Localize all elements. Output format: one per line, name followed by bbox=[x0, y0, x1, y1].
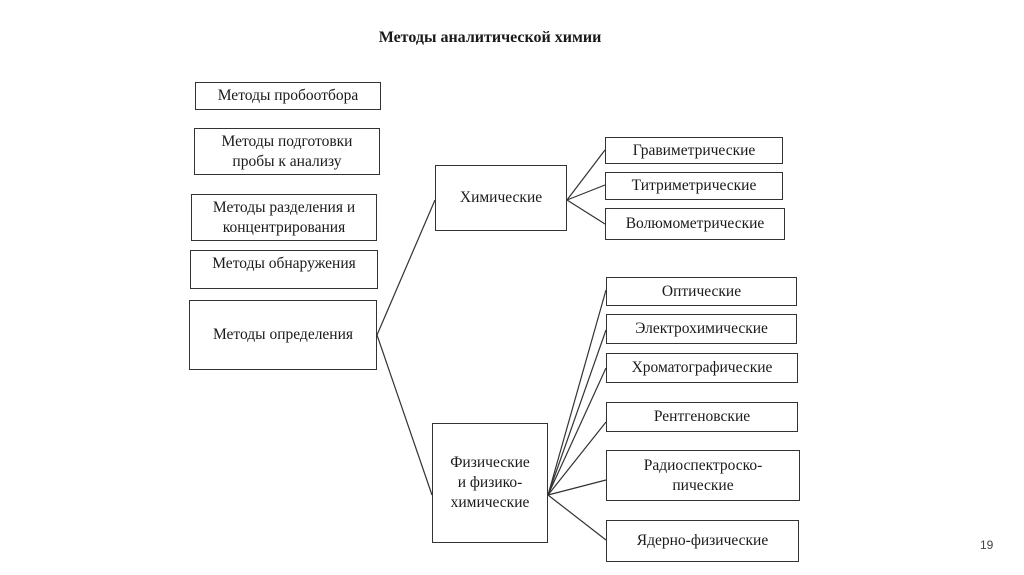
box-radiospectroscopic: Радиоспектроско- пические bbox=[606, 450, 800, 501]
line-phys-radio bbox=[547, 479, 607, 496]
line-chem-grav bbox=[566, 149, 606, 201]
box-separation: Методы разделения и концентрирования bbox=[191, 194, 377, 241]
line-phys-chrom bbox=[547, 367, 607, 496]
diagram-title: Методы аналитической химии bbox=[378, 29, 602, 46]
box-titrimetric: Титриметрические bbox=[605, 172, 783, 200]
line-phys-xray bbox=[547, 421, 607, 496]
box-sampling: Методы пробоотбора bbox=[195, 82, 381, 110]
box-volumometric: Волюмометрические bbox=[605, 208, 785, 240]
box-physical: Физические и физико- химические bbox=[432, 423, 548, 543]
box-optical: Оптические bbox=[606, 277, 797, 306]
box-chemical: Химические bbox=[435, 165, 567, 231]
line-phys-opt bbox=[547, 289, 607, 496]
box-xray: Рентгеновские bbox=[606, 402, 798, 432]
box-gravimetric: Гравиметрические bbox=[605, 137, 783, 164]
box-detection: Методы обнаружения bbox=[190, 250, 378, 289]
line-determination-chemical bbox=[376, 199, 436, 336]
line-chem-titr bbox=[566, 184, 606, 201]
line-phys-electro bbox=[547, 329, 607, 496]
page-number: 19 bbox=[980, 538, 994, 552]
line-phys-nuclear bbox=[547, 494, 607, 541]
line-determination-physical bbox=[376, 334, 433, 496]
box-electrochemical: Электрохимические bbox=[606, 314, 797, 344]
box-nuclear-physical: Ядерно-физические bbox=[606, 520, 799, 562]
box-determination: Методы определения bbox=[189, 300, 377, 370]
line-chem-vol bbox=[566, 199, 606, 225]
box-sample-prep: Методы подготовки пробы к анализу bbox=[194, 128, 380, 175]
box-chromatographic: Хроматографические bbox=[606, 353, 798, 383]
